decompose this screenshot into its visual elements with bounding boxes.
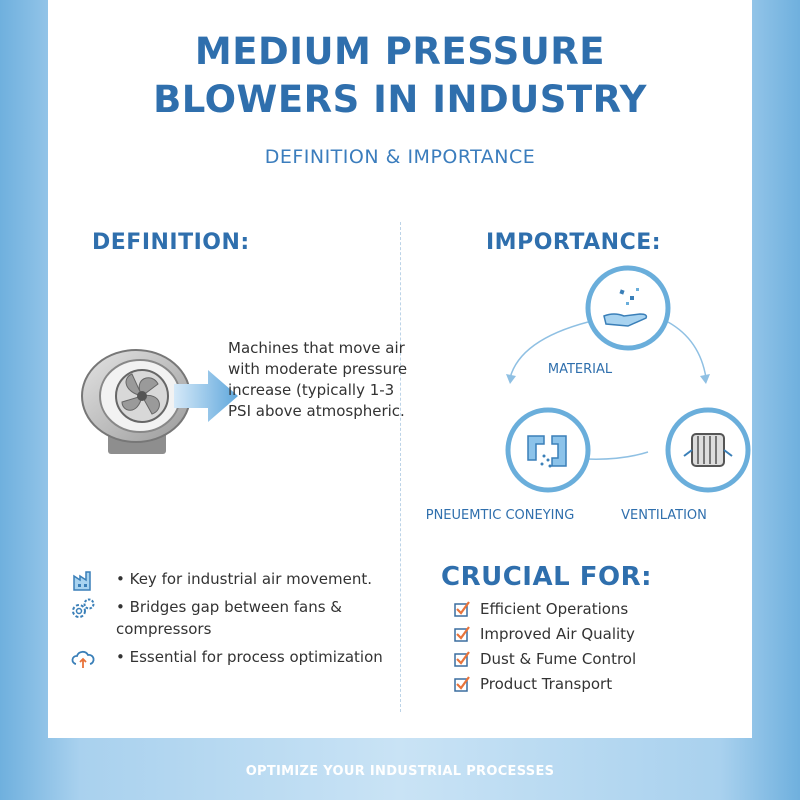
definition-heading: DEFINITION: <box>92 230 250 255</box>
importance-heading: IMPORTANCE: <box>486 230 662 255</box>
key-point-text: • Essential for process optimization <box>116 648 383 666</box>
page-subtitle: DEFINITION & IMPORTANCE <box>264 146 536 168</box>
pneumatic-node <box>505 407 591 493</box>
importance-cycle <box>505 265 751 493</box>
key-point-text: • Bridges gap between fans & compressors <box>116 598 342 638</box>
title-line-2: BLOWERS IN INDUSTRY <box>153 78 647 121</box>
pneumatic-conveying-label: PNEUEMTIC CONEYING <box>425 508 575 523</box>
checkbox-checked-icon <box>454 626 470 642</box>
checklist-text: Dust & Fume Control <box>480 650 637 668</box>
cycle-arrow-left <box>509 321 589 379</box>
vent-filter-icon <box>683 433 733 467</box>
column-divider <box>400 222 401 712</box>
gears-icon <box>72 598 95 618</box>
footer-tagline: OPTIMIZE YOUR INDUSTRIAL PROCESSES <box>245 764 555 779</box>
crucial-heading: CRUCIAL FOR: <box>441 562 652 592</box>
title-line-1: MEDIUM PRESSURE <box>194 30 606 73</box>
checkbox-checked-icon <box>454 651 470 667</box>
factory-icon <box>73 571 91 591</box>
ventilation-node <box>665 407 751 493</box>
checklist-text: Improved Air Quality <box>480 625 635 643</box>
ventilation-label: VENTILATION <box>621 508 707 523</box>
cloud-upload-icon <box>71 650 95 668</box>
checklist-text: Product Transport <box>480 675 613 693</box>
key-point-text: • Key for industrial air movement. <box>116 570 373 588</box>
checkbox-checked-icon <box>454 601 470 617</box>
pipes-icon <box>527 435 567 467</box>
checkbox-checked-icon <box>454 676 470 692</box>
material-node <box>585 265 671 351</box>
checklist-text: Efficient Operations <box>480 600 629 618</box>
page-title: MEDIUM PRESSURE BLOWERS IN INDUSTRY <box>48 28 752 124</box>
definition-text: Machines that move air with moderate pre… <box>228 339 408 420</box>
hand-material-icon <box>603 288 648 327</box>
infographic-card: MEDIUM PRESSURE BLOWERS IN INDUSTRY DEFI… <box>48 0 752 738</box>
material-label: MATERIAL <box>547 362 613 377</box>
cycle-arrow-right <box>667 321 707 379</box>
blower-illustration <box>81 349 238 454</box>
